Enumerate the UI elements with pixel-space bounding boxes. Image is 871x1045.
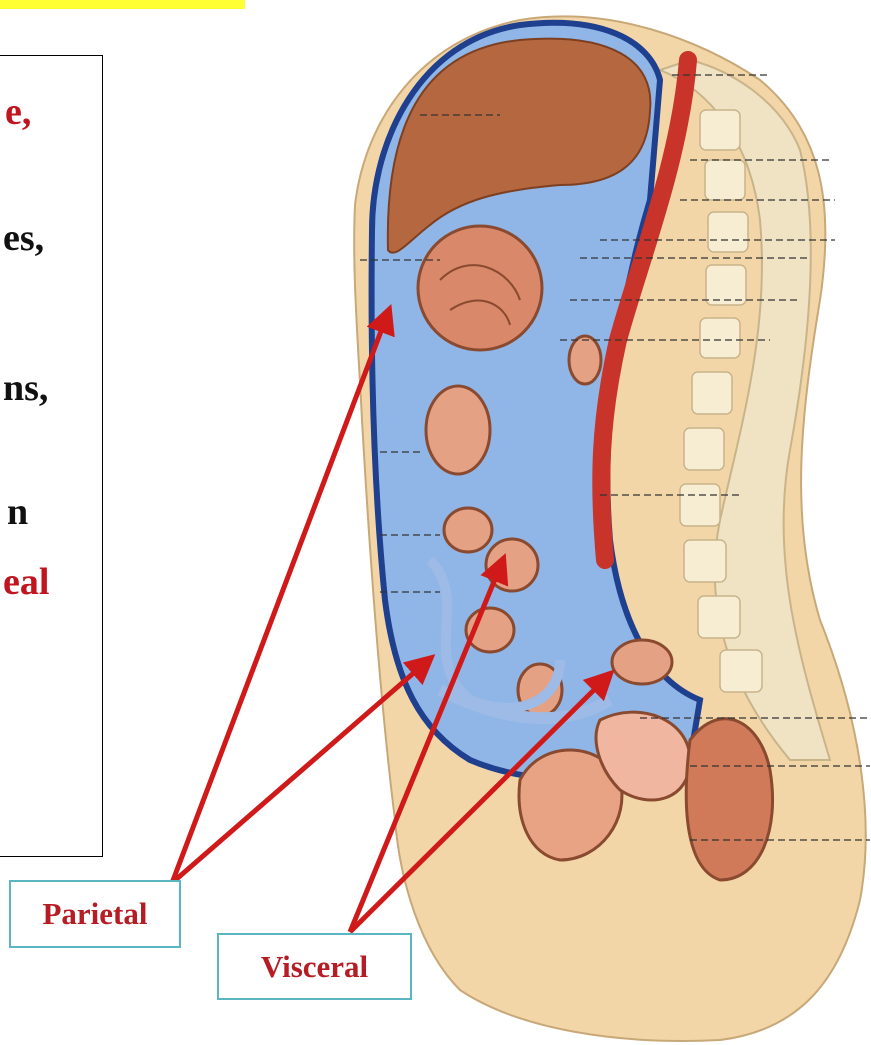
stomach [418, 226, 542, 350]
parietal-label: Parietal [9, 880, 181, 948]
parietal-label-text: Parietal [42, 896, 147, 932]
visceral-label-text: Visceral [261, 949, 368, 985]
visceral-label: Visceral [217, 933, 412, 1000]
